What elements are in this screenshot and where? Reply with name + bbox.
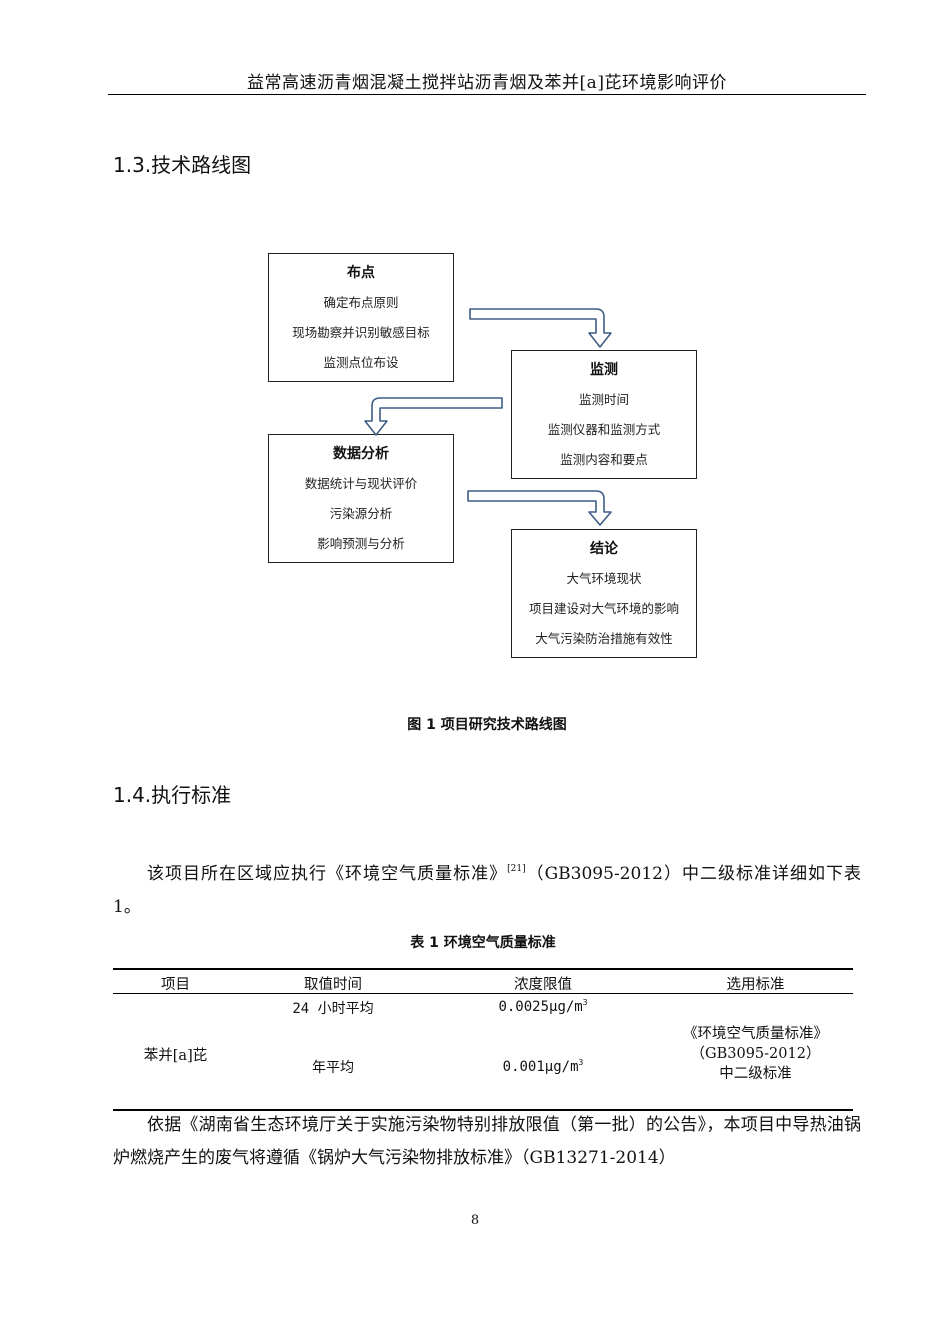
flow-box-line: 影响预测与分析 (317, 536, 405, 551)
standard-line: 《环境空气质量标准》 (683, 1026, 828, 1042)
flow-box-line: 监测内容和要点 (560, 452, 648, 467)
flow-box-line: 污染源分析 (329, 506, 393, 521)
page-number: 8 (470, 1213, 480, 1228)
table-top-rule (113, 968, 853, 970)
flow-box-line: 大气污染防治措施有效性 (535, 631, 673, 646)
table-header-cell: 项目 (161, 977, 190, 993)
table-bottom-rule (113, 1109, 853, 1111)
page-header-title: 益常高速沥青烟混凝土搅拌站沥青烟及苯并[a]芘环境影响评价 (247, 73, 727, 93)
flow-box-monitoring: 监测 监测时间 监测仪器和监测方式 监测内容和要点 (511, 350, 697, 479)
flow-box-line: 确定布点原则 (323, 295, 399, 310)
reference-mark: [21] (507, 864, 526, 874)
table-cell-time: 24 小时平均 (292, 1001, 374, 1017)
figure-caption: 图 1 项目研究技术路线图 (407, 717, 567, 733)
flow-box-title: 布点 (347, 265, 375, 281)
flow-box-line: 监测仪器和监测方式 (547, 422, 661, 437)
section-heading-1-3: 1.3.技术路线图 (113, 153, 252, 177)
limit-unit: μg/m (549, 999, 583, 1015)
limit-unit: μg/m (544, 1059, 579, 1075)
table-cell-limit: 0.001μg/m3 (428, 1058, 658, 1075)
flow-arrow-right-down-icon (467, 490, 612, 526)
flow-box-line: 项目建设对大气环境的影响 (528, 601, 679, 616)
paragraph-standard: 该项目所在区域应执行《环境空气质量标准》[21]（GB3095-2012）中二级… (113, 853, 861, 924)
table-caption: 表 1 环境空气质量标准 (410, 935, 556, 951)
paragraph-text: （GB3095-2012）中二级标准详细如下表 1。 (113, 864, 862, 917)
header-rule (108, 94, 866, 95)
flow-arrow-left-down-icon (364, 397, 503, 436)
paragraph-boiler-standard: 依据《湖南省生态环境厅关于实施污染物特别排放限值（第一批）的公告》，本项目中导热… (113, 1115, 861, 1168)
table-cell-time: 年平均 (312, 1060, 354, 1076)
flow-box-title: 结论 (590, 541, 618, 557)
section-heading-1-4: 1.4.执行标准 (113, 783, 232, 807)
table-cell-pollutant: 苯并[a]芘 (143, 1048, 208, 1064)
standard-line: 中二级标准 (719, 1066, 792, 1082)
flow-box-title: 监测 (590, 362, 618, 378)
table-cell-standard: 《环境空气质量标准》 （GB3095-2012） 中二级标准 (658, 1024, 853, 1084)
flow-box-line: 监测点位布设 (323, 355, 399, 370)
flow-box-line: 现场勘察并识别敏感目标 (292, 325, 430, 340)
flow-arrow-right-down-icon (469, 308, 612, 348)
table-header-cell: 取值时间 (304, 977, 362, 993)
limit-unit-exponent: 3 (582, 998, 588, 1007)
table-header-rule (113, 993, 853, 994)
flow-box-line: 监测时间 (578, 392, 629, 407)
flow-box-title: 数据分析 (333, 446, 389, 462)
limit-unit-exponent: 3 (578, 1058, 584, 1067)
flow-box-line: 大气环境现状 (566, 571, 642, 586)
table-header-cell: 选用标准 (726, 977, 785, 993)
standard-line: （GB3095-2012） (690, 1046, 821, 1062)
flow-box-conclusion: 结论 大气环境现状 项目建设对大气环境的影响 大气污染防治措施有效性 (511, 529, 697, 658)
table-cell-limit: 0.0025μg/m3 (428, 998, 658, 1015)
table-header-cell: 浓度限值 (514, 977, 572, 993)
flow-box-data-analysis: 数据分析 数据统计与现状评价 污染源分析 影响预测与分析 (268, 434, 454, 563)
flow-box-layout: 布点 确定布点原则 现场勘察并识别敏感目标 监测点位布设 (268, 253, 454, 382)
flow-box-line: 数据统计与现状评价 (304, 476, 418, 491)
paragraph-text: 该项目所在区域应执行《环境空气质量标准》 (147, 864, 508, 884)
limit-value: 0.0025 (498, 999, 550, 1015)
limit-value: 0.001 (502, 1059, 545, 1075)
